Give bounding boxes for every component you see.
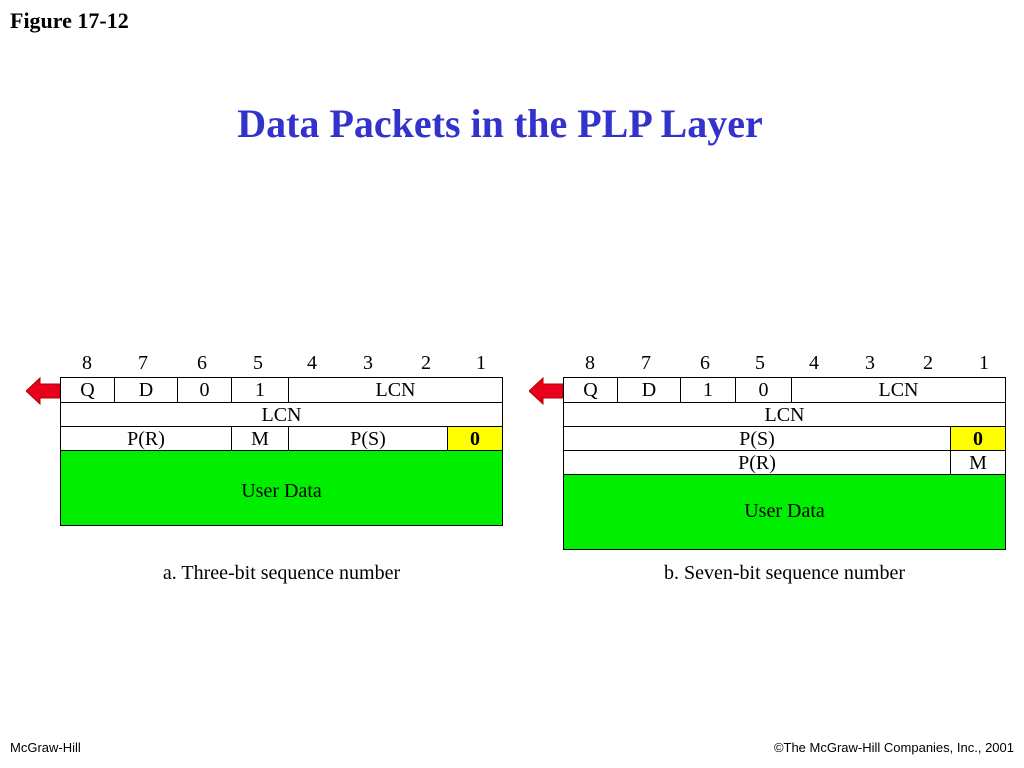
header-row-4: P(R) M (564, 450, 1005, 474)
bit-number: 3 (865, 352, 875, 374)
bit-number: 2 (923, 352, 933, 374)
bit-number: 4 (307, 352, 317, 374)
page-title: Data Packets in the PLP Layer (237, 101, 763, 146)
bit5-cell: 1 (231, 378, 288, 402)
bit-number: 5 (253, 352, 263, 374)
lcn-cell: LCN (288, 378, 502, 402)
packet-fields: Q D 0 1 LCN LCN P(R) M P(S) 0 User Data (60, 377, 503, 526)
bit-number: 7 (641, 352, 651, 374)
direction-arrow-icon (529, 377, 563, 405)
pr-cell: P(R) (127, 427, 165, 450)
header-row-2: LCN (61, 402, 502, 426)
d-bit-cell: D (617, 378, 680, 402)
q-bit-cell: Q (80, 379, 95, 401)
d-bit-cell: D (114, 378, 177, 402)
bit-numbers: 8 7 6 5 4 3 2 1 (563, 352, 1006, 376)
lcn-cell: LCN (764, 403, 805, 426)
header-row-3: P(S) 0 (564, 426, 1005, 450)
figure-label: Figure 17-12 (10, 8, 129, 33)
diagram-seven-bit: 8 7 6 5 4 3 2 1 Q D 1 0 LCN LCN P(S) 0 P… (529, 352, 1006, 592)
bit6-cell: 0 (177, 378, 231, 402)
bit6-cell: 1 (680, 378, 735, 402)
bit-number: 4 (809, 352, 819, 374)
bit-number: 1 (979, 352, 989, 374)
m-cell: M (231, 427, 288, 450)
bit-number: 8 (82, 352, 92, 374)
diagram-three-bit: 8 7 6 5 4 3 2 1 Q D 0 1 LCN LCN P(R) M P… (26, 352, 503, 592)
bit-number: 2 (421, 352, 431, 374)
bit-number: 7 (138, 352, 148, 374)
header-row-1: Q D 0 1 LCN (61, 378, 502, 402)
ps-cell: P(S) (739, 427, 775, 450)
user-data-cell: User Data (61, 451, 502, 525)
bit1-cell: 0 (447, 427, 502, 450)
lcn-cell: LCN (791, 378, 1005, 402)
bit-number: 5 (755, 352, 765, 374)
q-bit-cell: Q (583, 379, 598, 401)
header-row-2: LCN (564, 402, 1005, 426)
bit1-cell: 0 (950, 427, 1005, 450)
bit-number: 8 (585, 352, 595, 374)
data-row: User Data (61, 450, 502, 525)
lcn-cell: LCN (261, 403, 302, 426)
m-cell: M (950, 451, 1005, 474)
header-row-3: P(R) M P(S) 0 (61, 426, 502, 450)
bit-number: 6 (197, 352, 207, 374)
caption-a: a. Three-bit sequence number (162, 562, 401, 584)
packet-fields: Q D 1 0 LCN LCN P(S) 0 P(R) M User Data (563, 377, 1006, 550)
caption-b: b. Seven-bit sequence number (663, 562, 906, 584)
bit-numbers: 8 7 6 5 4 3 2 1 (60, 352, 503, 376)
bit-number: 6 (700, 352, 710, 374)
header-row-1: Q D 1 0 LCN (564, 378, 1005, 402)
bit5-cell: 0 (735, 378, 791, 402)
copyright-notice: ©The McGraw-Hill Companies, Inc., 2001 (773, 740, 1014, 755)
data-row: User Data (564, 474, 1005, 549)
ps-cell: P(S) (288, 427, 447, 450)
publisher-label: McGraw-Hill (10, 740, 81, 755)
direction-arrow-icon (26, 377, 60, 405)
pr-cell: P(R) (738, 451, 776, 474)
bit-number: 3 (363, 352, 373, 374)
user-data-cell: User Data (564, 475, 1005, 549)
bit-number: 1 (476, 352, 486, 374)
